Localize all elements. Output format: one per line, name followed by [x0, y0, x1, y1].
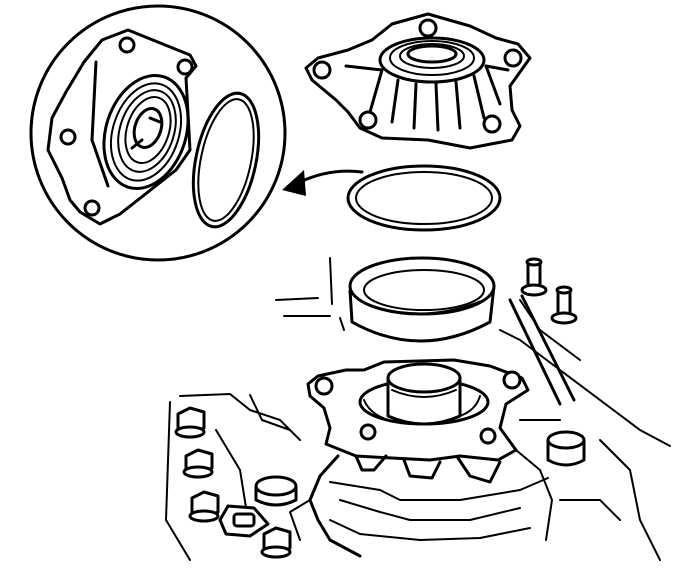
curved-arrow	[282, 169, 364, 196]
case-boss	[546, 430, 586, 467]
callout-o-ring	[191, 91, 261, 229]
case-bolts	[174, 406, 292, 559]
bearing-retainer-cover	[304, 12, 532, 150]
case-bolt	[260, 526, 292, 559]
case-stud	[550, 285, 578, 325]
case-bolt	[188, 490, 220, 523]
transmission-case	[165, 257, 671, 561]
retainer-ring	[348, 256, 496, 343]
o-ring-seal	[346, 164, 502, 232]
callout-cover-flange	[46, 28, 198, 226]
case-bolt	[182, 448, 214, 479]
case-stud	[520, 257, 548, 297]
case-boss	[254, 475, 298, 507]
case-bolt	[174, 406, 206, 439]
detail-callout	[29, 4, 287, 262]
